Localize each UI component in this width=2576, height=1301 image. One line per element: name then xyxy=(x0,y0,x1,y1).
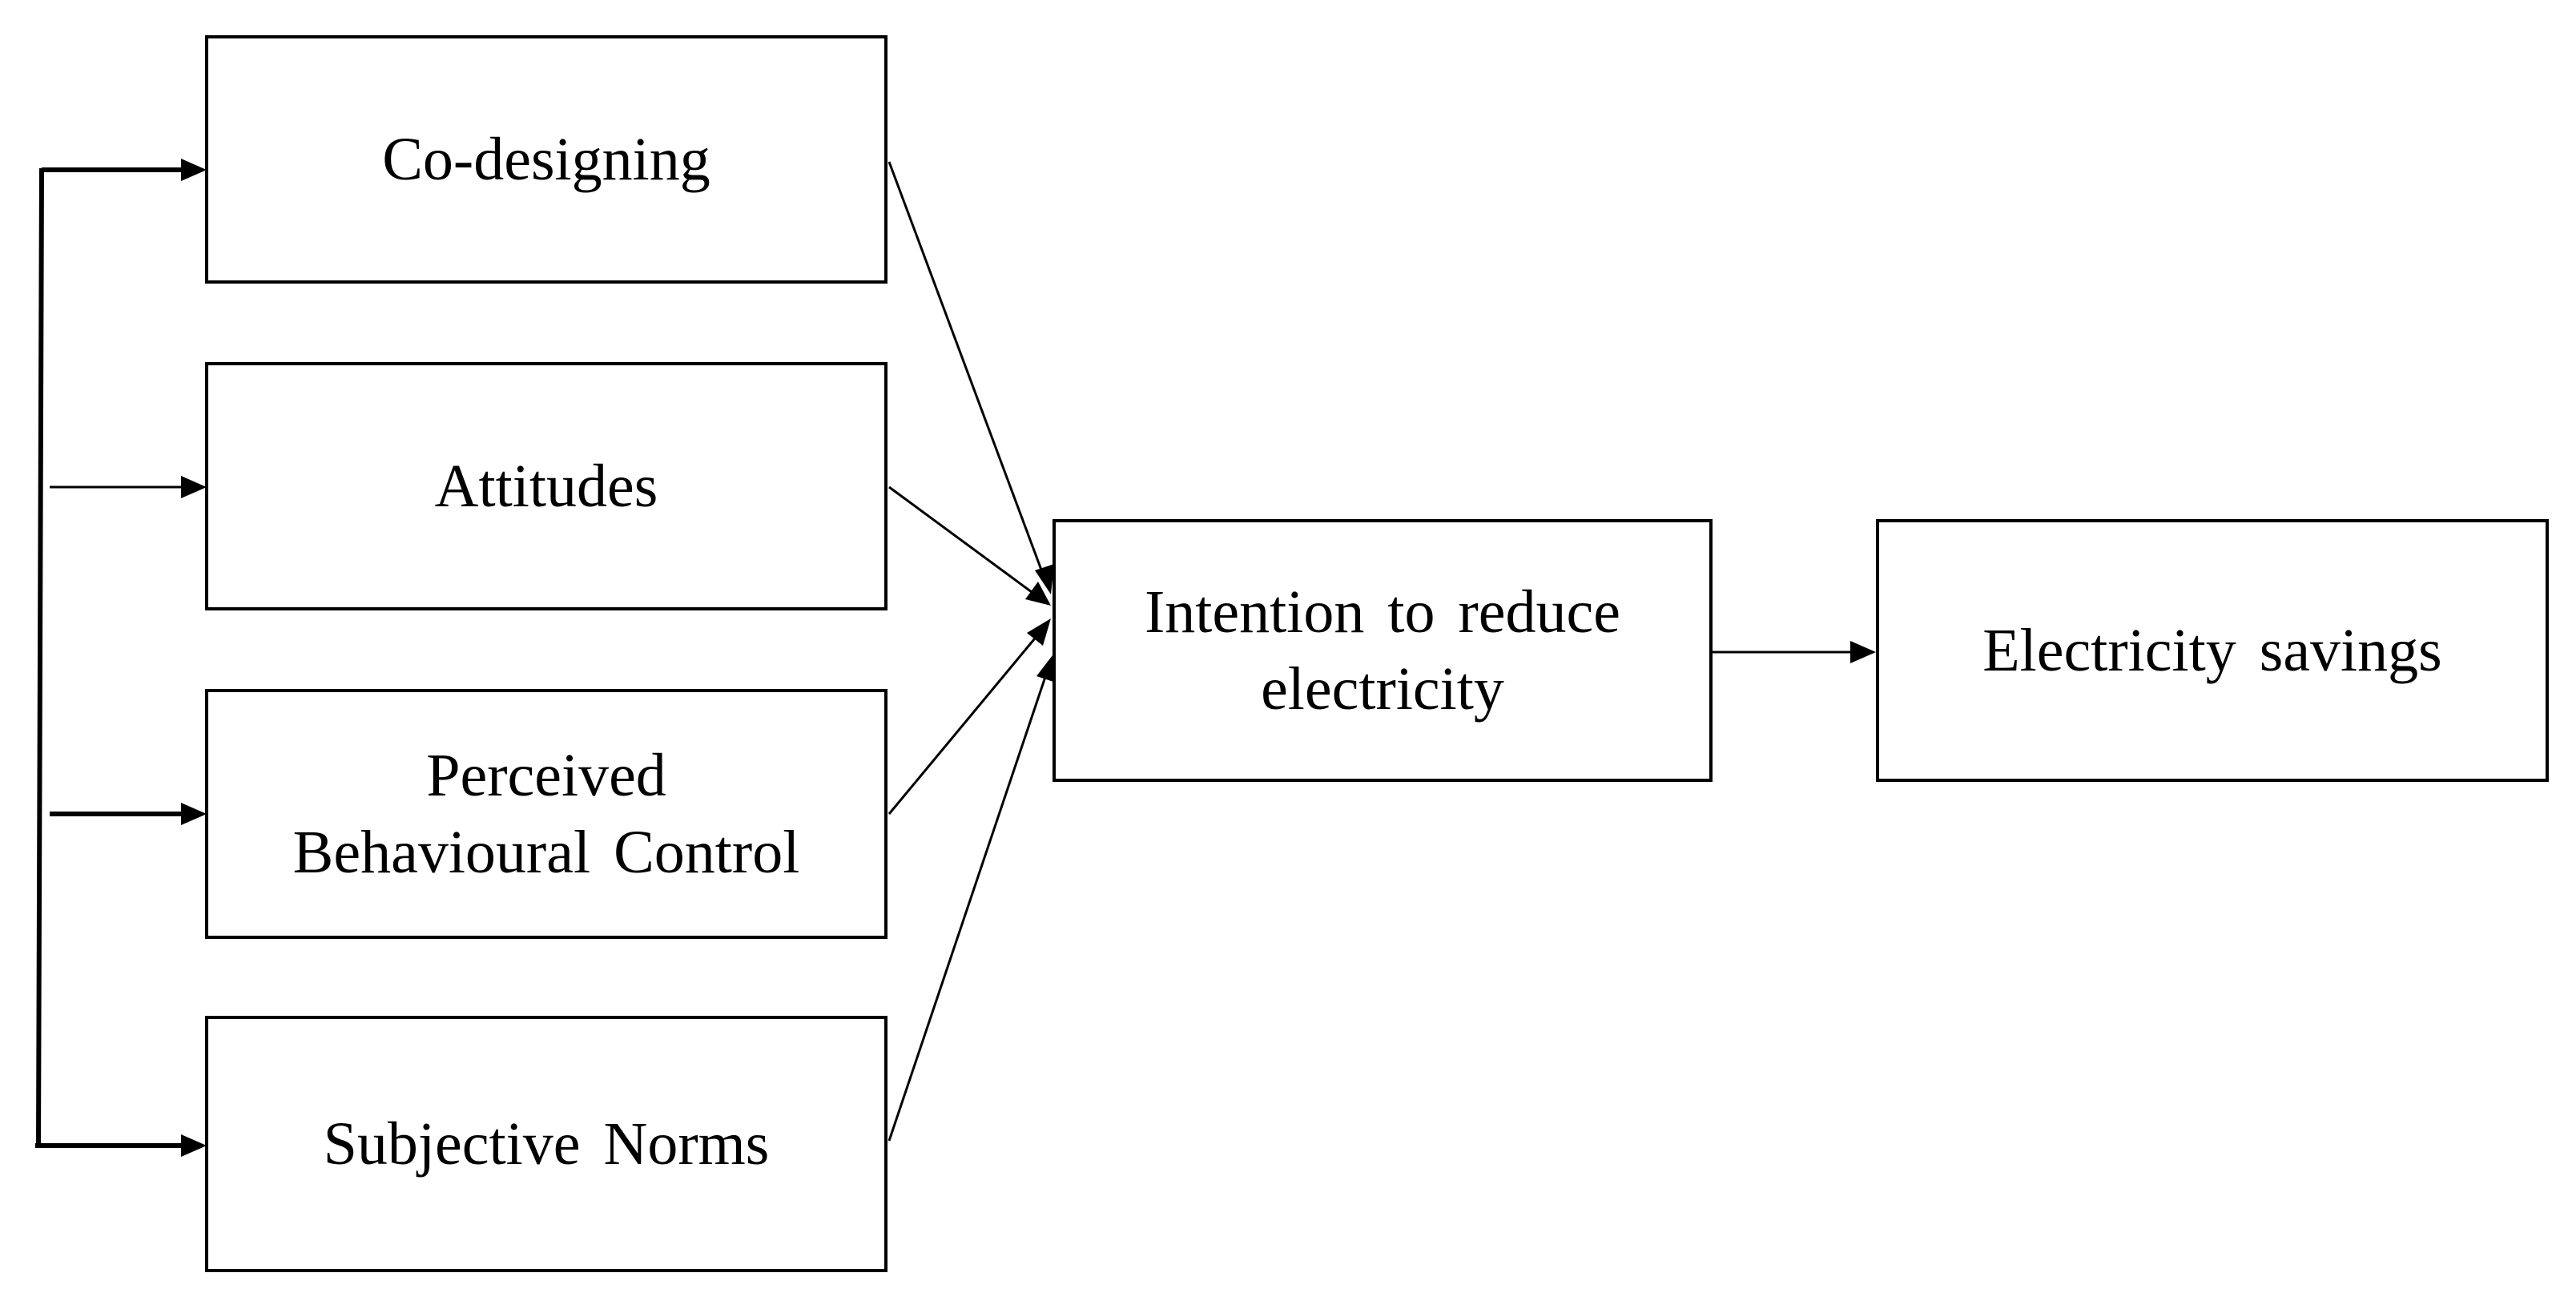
input-bracket-line xyxy=(36,167,44,1146)
arrow-attitudes-to-intention xyxy=(888,485,1051,606)
node-label-line: Electricity savings xyxy=(1982,617,2442,684)
bracket-arrow-codesigning xyxy=(42,159,207,181)
node-co-designing: Co-designing xyxy=(205,35,888,284)
arrow-norms-to-intention xyxy=(888,655,1056,1142)
bracket-arrow-norms xyxy=(35,1134,207,1157)
bracket-arrow-pbc xyxy=(50,803,207,825)
arrow-pbc-to-intention xyxy=(888,618,1051,815)
node-label-line: Attitudes xyxy=(434,453,658,520)
node-perceived-behavioural-control: Perceived Behavioural Control xyxy=(205,689,888,939)
node-subjective-norms: Subjective Norms xyxy=(205,1016,888,1272)
node-label-line: Subjective Norms xyxy=(323,1110,770,1178)
node-label-line: Behavioural Control xyxy=(292,819,800,886)
bracket-arrow-attitudes xyxy=(50,476,207,498)
node-label-line: Intention to reduce xyxy=(1144,578,1620,646)
node-label-line: Perceived xyxy=(426,742,666,809)
node-intention-to-reduce-electricity: Intention to reduce electricity xyxy=(1053,519,1713,782)
node-label-line: Co-designing xyxy=(382,126,710,193)
arrow-intention-to-savings xyxy=(1713,641,1876,663)
node-label-line: electricity xyxy=(1261,655,1504,723)
node-electricity-savings: Electricity savings xyxy=(1876,519,2549,782)
arrow-codesigning-to-intention xyxy=(888,161,1054,594)
node-attitudes: Attitudes xyxy=(205,362,888,610)
